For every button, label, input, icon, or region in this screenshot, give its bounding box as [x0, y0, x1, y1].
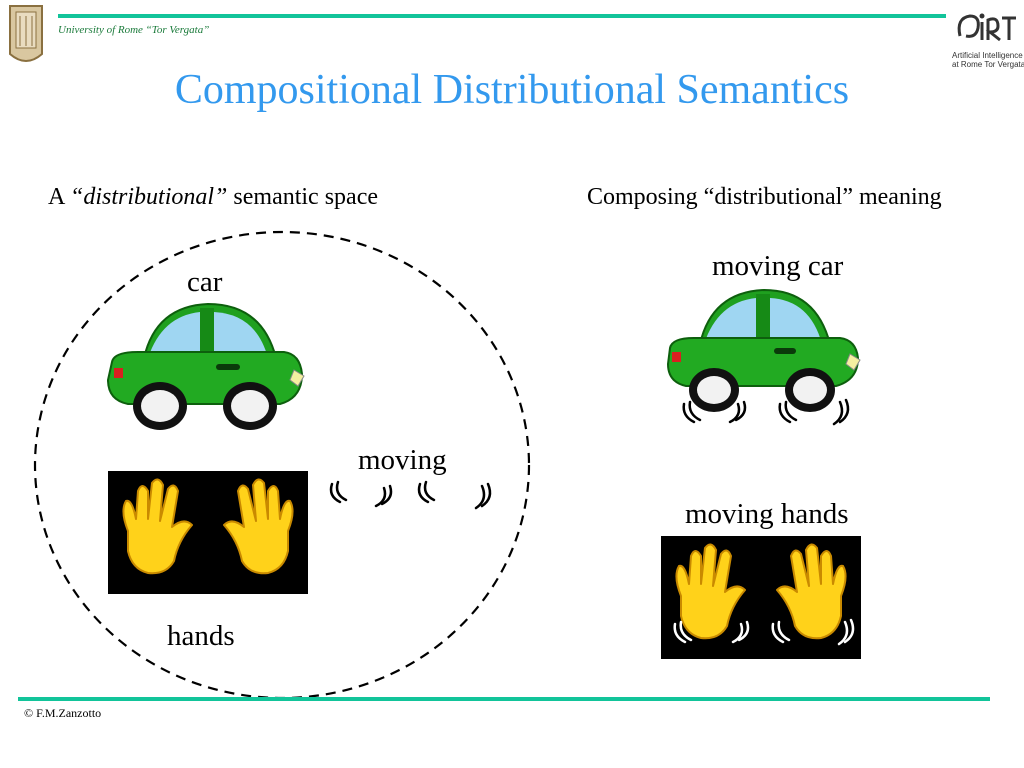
word-moving-hands: moving hands — [685, 498, 849, 531]
word-hands: hands — [167, 620, 235, 653]
moving-hands-icon — [661, 536, 861, 659]
word-car: car — [187, 266, 222, 299]
moving-hands-image — [661, 536, 861, 659]
motion-lines-icon — [320, 478, 500, 514]
word-moving-car: moving car — [712, 250, 843, 283]
moving-car-icon — [664, 286, 870, 430]
hands-icon — [108, 471, 308, 594]
word-moving: moving — [358, 444, 447, 477]
copyright: © F.M.Zanzotto — [24, 706, 101, 721]
hands-image — [108, 471, 308, 594]
bottom-rule — [18, 697, 990, 701]
car-icon — [104, 300, 310, 432]
